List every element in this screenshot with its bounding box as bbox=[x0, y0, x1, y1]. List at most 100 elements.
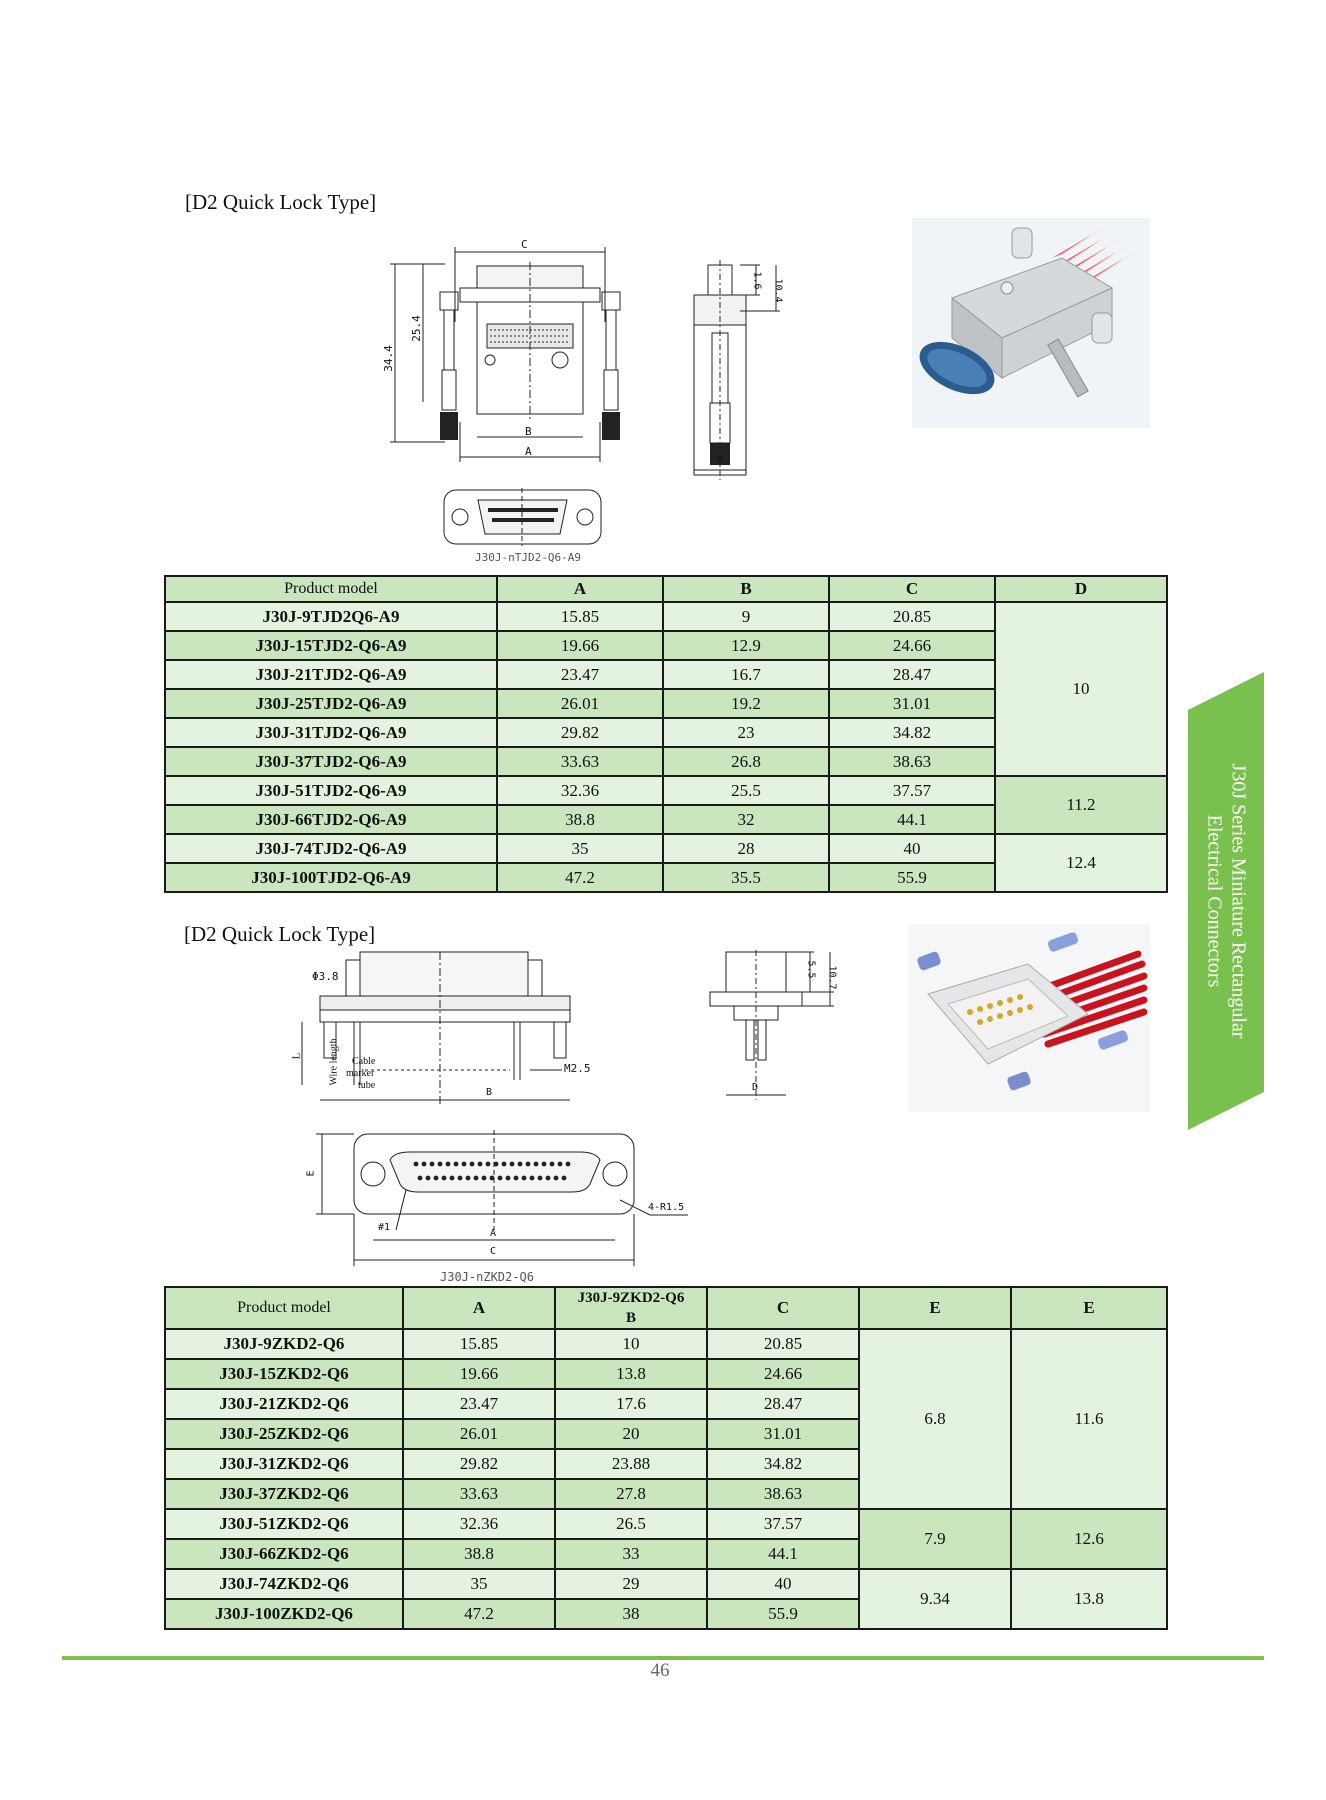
dim-phi-3-8: Φ3.8 bbox=[312, 970, 339, 983]
cell-a: 19.66 bbox=[496, 630, 664, 661]
cell-model: J30J-25ZKD2-Q6 bbox=[164, 1418, 404, 1450]
col-header-d: D bbox=[994, 575, 1168, 603]
cell-model: J30J-66TJD2-Q6-A9 bbox=[164, 804, 498, 835]
side-view-drawing: 1.6 10.4 D bbox=[680, 255, 790, 480]
cell-c: 37.57 bbox=[828, 775, 996, 806]
cell-b: 35.5 bbox=[662, 862, 830, 893]
side-tab-text: J30J Series Miniature Rectangular Electr… bbox=[1188, 672, 1264, 1130]
cell-a: 38.8 bbox=[496, 804, 664, 835]
cell-a: 47.2 bbox=[402, 1598, 556, 1630]
col-header-a: A bbox=[402, 1286, 556, 1330]
cell-a: 35 bbox=[496, 833, 664, 864]
drawing-caption: J30J-nTJD2-Q6-A9 bbox=[475, 551, 581, 564]
col-header-product-model: Product model bbox=[164, 1286, 404, 1330]
cell-c: 24.66 bbox=[828, 630, 996, 661]
section-title: [D2 Quick Lock Type] bbox=[184, 922, 376, 946]
cell-c: 34.82 bbox=[828, 717, 996, 748]
cell-a: 15.85 bbox=[402, 1328, 556, 1360]
dim-a-2: A bbox=[490, 1228, 497, 1239]
cell-model: J30J-9TJD2Q6-A9 bbox=[164, 601, 498, 632]
cell-c: 38.63 bbox=[828, 746, 996, 777]
table-row: J30J-9ZKD2-Q6 15.85 10 20.85 6.8 11.6 bbox=[164, 1328, 1168, 1510]
cell-model: J30J-74ZKD2-Q6 bbox=[164, 1568, 404, 1600]
cell-b: 32 bbox=[662, 804, 830, 835]
col-header-e2: E bbox=[1010, 1286, 1168, 1330]
table-row: J30J-15TJD2-Q6-A9 19.66 12.9 24.66 bbox=[164, 630, 1167, 661]
cell-c: 55.9 bbox=[706, 1598, 860, 1630]
side-tab-line-1: J30J Series Miniature Rectangular bbox=[1227, 763, 1249, 1039]
cell-model: J30J-66ZKD2-Q6 bbox=[164, 1538, 404, 1570]
dim-a: A bbox=[525, 445, 532, 458]
table-row: J30J-37ZKD2-Q6 33.63 27.8 38.63 bbox=[164, 1478, 1167, 1510]
table-row: J30J-21TJD2-Q6-A9 23.47 16.7 28.47 bbox=[164, 659, 1167, 690]
dim-c: C bbox=[521, 238, 528, 251]
table-row: J30J-9TJD2Q6-A9 15.85 9 20.85 10 bbox=[164, 601, 1168, 777]
cell-e1: 6.8 bbox=[858, 1328, 1012, 1510]
col-header-a: A bbox=[496, 575, 664, 603]
table-row: J30J-37TJD2-Q6-A9 33.63 26.8 38.63 bbox=[164, 746, 1167, 777]
dim-5-5: 5.5 bbox=[805, 960, 817, 979]
col-header-c: C bbox=[706, 1286, 860, 1330]
table-row: J30J-74ZKD2-Q6 35 29 40 9.34 13.8 bbox=[164, 1568, 1168, 1630]
cell-model: J30J-51TJD2-Q6-A9 bbox=[164, 775, 498, 806]
product-photo-quick-lock bbox=[912, 218, 1150, 428]
cell-b: 29 bbox=[554, 1568, 708, 1600]
dim-25-4: 25.4 bbox=[409, 315, 423, 342]
drawing-caption-2: J30J-nZKD2-Q6 bbox=[440, 1270, 534, 1284]
cell-b: 33 bbox=[554, 1538, 708, 1570]
cell-c: 31.01 bbox=[828, 688, 996, 719]
cell-e2: 12.6 bbox=[1010, 1508, 1168, 1570]
side-tab-banner bbox=[1188, 672, 1264, 1130]
dim-b: B bbox=[525, 425, 532, 438]
label-tube: tube bbox=[358, 1080, 376, 1091]
table-row: J30J-100ZKD2-Q6 47.2 38 55.9 bbox=[164, 1598, 1167, 1630]
cell-b: 27.8 bbox=[554, 1478, 708, 1510]
table-row: J30J-25TJD2-Q6-A9 26.01 19.2 31.01 bbox=[164, 688, 1167, 719]
cell-model: J30J-100ZKD2-Q6 bbox=[164, 1598, 404, 1630]
cell-c: 31.01 bbox=[706, 1418, 860, 1450]
side-tab-line-2: Electrical Connectors bbox=[1203, 814, 1225, 988]
cell-d: 10 bbox=[994, 601, 1168, 777]
dim-d-2: D bbox=[752, 1082, 759, 1093]
cell-model: J30J-21ZKD2-Q6 bbox=[164, 1388, 404, 1420]
cell-e1: 7.9 bbox=[858, 1508, 1012, 1570]
cell-model: J30J-51ZKD2-Q6 bbox=[164, 1508, 404, 1540]
col-header-c: C bbox=[828, 575, 996, 603]
cell-b: 12.9 bbox=[662, 630, 830, 661]
col-header-product-model: Product model bbox=[164, 575, 498, 603]
cell-a: 29.82 bbox=[496, 717, 664, 748]
dim-e: E bbox=[305, 1170, 317, 1177]
cell-a: 15.85 bbox=[496, 601, 664, 632]
cell-a: 47.2 bbox=[496, 862, 664, 893]
page-number: 46 bbox=[650, 1660, 670, 1681]
table-row: J30J-51ZKD2-Q6 32.36 26.5 37.57 7.9 12.6 bbox=[164, 1508, 1168, 1570]
cell-a: 33.63 bbox=[402, 1478, 556, 1510]
cell-c: 38.63 bbox=[706, 1478, 860, 1510]
table-row: J30J-15ZKD2-Q6 19.66 13.8 24.66 bbox=[164, 1358, 1167, 1390]
cell-e1: 9.34 bbox=[858, 1568, 1012, 1630]
cell-a: 26.01 bbox=[402, 1418, 556, 1450]
cell-a: 35 bbox=[402, 1568, 556, 1600]
dim-10-4: 10.4 bbox=[772, 278, 784, 303]
cell-b: 16.7 bbox=[662, 659, 830, 690]
cell-c: 20.85 bbox=[828, 601, 996, 632]
cell-model: J30J-74TJD2-Q6-A9 bbox=[164, 833, 498, 864]
side-tab-shape bbox=[1188, 672, 1264, 1130]
cell-c: 55.9 bbox=[828, 862, 996, 893]
table-row: J30J-51TJD2-Q6-A9 32.36 25.5 37.57 11.2 bbox=[164, 775, 1168, 835]
product-photo-straight-tail bbox=[908, 924, 1150, 1112]
cell-b: 9 bbox=[662, 601, 830, 632]
table-row: J30J-66ZKD2-Q6 38.8 33 44.1 bbox=[164, 1538, 1167, 1570]
cell-c: 34.82 bbox=[706, 1448, 860, 1480]
cell-e2: 13.8 bbox=[1010, 1568, 1168, 1630]
cell-c: 40 bbox=[828, 833, 996, 864]
cell-model: J30J-31ZKD2-Q6 bbox=[164, 1448, 404, 1480]
cell-model: J30J-37ZKD2-Q6 bbox=[164, 1478, 404, 1510]
footer-rule bbox=[62, 1656, 1264, 1660]
cell-c: 37.57 bbox=[706, 1508, 860, 1540]
label-cable: Cable bbox=[352, 1056, 376, 1067]
cell-a: 19.66 bbox=[402, 1358, 556, 1390]
cell-a: 23.47 bbox=[402, 1388, 556, 1420]
cell-e2: 11.6 bbox=[1010, 1328, 1168, 1510]
